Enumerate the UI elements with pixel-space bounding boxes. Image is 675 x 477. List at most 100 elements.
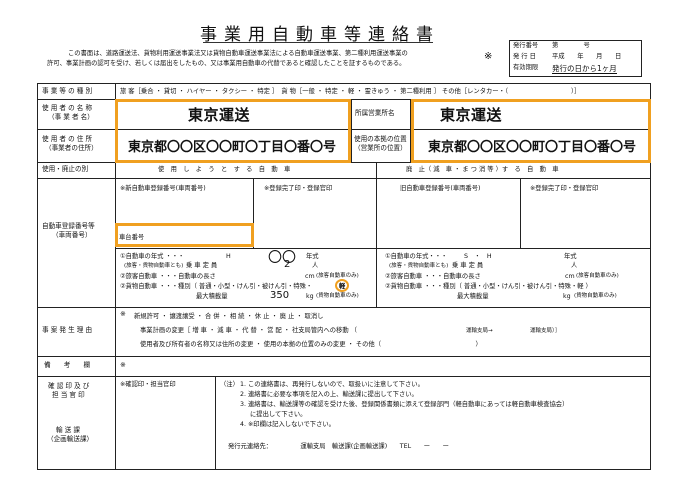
issue-date-value[interactable]: 平成 年 月 日 (552, 53, 622, 60)
intro-line-2: 許可、事業計画の認可を受け、若しくは届出をしたもの、又は事業用自動車の代替である… (47, 60, 406, 67)
highlight-kei-circle (335, 279, 349, 292)
type-options[interactable]: 旅 客［乗合 ・ 貸切 ・ ハイヤー ・ タクシー ・ 特定 ］ 貨 物［一般 … (120, 88, 581, 95)
rule (115, 248, 651, 249)
user-address-sublabel: （事業者の住所） (45, 144, 98, 152)
cause-label: 事 案 発 生 理 由 (42, 326, 93, 334)
bus-length-unit-right: cm (565, 273, 575, 280)
cause-line-1[interactable]: 新規許可 ・ 譲渡譲受 ・ 合 併 ・ 相 続 ・ 休 止 ・ 廃 止 ・ 取消… (134, 313, 324, 320)
base-location-sublabel: （営業所の位置） (354, 144, 407, 152)
user-address-label: 使 用 者 の 住 所 (42, 135, 93, 143)
capacity-unit-right: 人 (571, 262, 578, 269)
year-label-right: ①自動車の年式・・・ (385, 253, 448, 260)
transport-section-sublabel: （企画輸送課） (47, 435, 94, 443)
note-bus-left: (旅客・貨物自動車とも) (124, 263, 184, 269)
new-registration-number-label: ※新自動車登録番号(車両番号) (120, 185, 206, 192)
bus-length-label-left: ②旅客自動車 ・・・自動車の長さ (120, 273, 216, 280)
cause-transport-from[interactable]: 運輸支局→ (466, 328, 493, 334)
base-location-label: 使用の本拠の位置 (354, 135, 407, 143)
issue-date-label: 発 行 日 (513, 53, 536, 60)
user-name-value[interactable]: 東京運送 (188, 106, 251, 124)
rule (376, 162, 377, 307)
registration-stamp-label-2: ※登録完了印・登録官印 (530, 185, 599, 192)
notes-heading: （注） (220, 381, 239, 388)
issuer-contact: 発行元連絡先： 運輸支局 輸送課(企画輸送課) TEL ー ー (228, 443, 449, 450)
rule (351, 99, 352, 162)
note-bus-right: (旅客・貨物自動車とも) (389, 263, 449, 269)
confirm-stamp-label: ※確認印・担当官印 (120, 381, 176, 388)
year-value-left[interactable]: 〇〇 (268, 250, 296, 266)
capacity-label-right: 乗 車 定 員 (452, 262, 484, 269)
issue-box (509, 40, 642, 77)
note-1: 1. この連絡書は、再発行しないので、取扱いに注意して下さい。 (240, 381, 424, 388)
note-3b: に提出して下さい。 (250, 411, 307, 418)
abolish-header: 廃 止（ 減 車 ・ ま つ 消 等 ）す る 自 動 車 (406, 166, 559, 173)
rule (115, 83, 116, 470)
issue-number-value[interactable]: 第 号 (552, 42, 590, 49)
max-load-unit-left: kg (306, 293, 314, 300)
registration-stamp-label: ※登録完了印・登録官印 (264, 185, 333, 192)
use-header: 使 用 し よ う と す る 自 動 車 (158, 166, 291, 173)
year-unit-left: 年式 (306, 253, 319, 260)
cause-line-3[interactable]: 使用者及び所有者の名称又は住所の変更 ・ 使用の本拠の位置のみの変更 ・ その他… (140, 341, 482, 348)
max-load-label-left: 最大積載量 (196, 293, 228, 300)
rule (410, 99, 411, 162)
intro-line-1: この書面は、道路運送法、貨物利用運送事業法又は貨物自動車運送事業法による自動車運… (68, 50, 408, 57)
bus-length-unit-left: cm (305, 273, 315, 280)
base-location-value[interactable]: 東京都〇〇区〇〇町〇丁目〇番〇号 (428, 140, 637, 155)
max-load-label-right: 最大積載量 (457, 293, 489, 300)
confirm-sublabel: 担 当 官 印 (52, 391, 85, 399)
rule (37, 129, 651, 130)
highlight-user-info (115, 99, 351, 163)
type-label: 事 業 等 の 種 別 (42, 87, 93, 95)
capacity-unit-left: 人 (312, 262, 319, 269)
cause-mark: ※ (120, 310, 126, 318)
valid-period-value: 発行の日から1ヶ月 (552, 64, 617, 74)
bus-length-note-left: (旅客自動車のみ) (316, 273, 359, 279)
rule (37, 307, 651, 308)
header-mark: ※ (484, 51, 493, 62)
capacity-value-left[interactable]: 2 (284, 259, 291, 270)
truck-type-close-left: ） (346, 283, 353, 290)
title-underline (203, 42, 433, 43)
rule (215, 376, 216, 470)
capacity-label-left: 乗 車 定 員 (186, 262, 218, 269)
old-registration-number-label: 旧自動車登録番号(車両番号) (400, 185, 481, 192)
highlight-chassis-number (115, 223, 254, 247)
user-name-label: 使 用 者 の 名 称 (42, 104, 93, 112)
note-2: 2. 連絡書に必要な事項を記入の上、輸送課に提出して下さい。 (240, 391, 418, 398)
issue-number-label: 発行番号 (513, 42, 539, 49)
chassis-number-label[interactable]: 車台番号 (119, 234, 145, 241)
note-4: 4. ※印欄は記入しないで下さい。 (240, 421, 335, 428)
office-name-value[interactable]: 東京運送 (440, 106, 503, 124)
usage-label: 使用・廃止の別 (42, 165, 89, 173)
office-name-label: 所属営業所名 (355, 109, 395, 117)
user-name-sublabel: （事 業 者 名） (48, 113, 94, 121)
max-load-value-left[interactable]: 350 (270, 290, 290, 301)
bus-length-note-right: (旅客自動車のみ) (576, 273, 619, 279)
rule (37, 356, 651, 357)
year-unit-right: 年式 (564, 253, 577, 260)
rule (520, 178, 521, 248)
cause-transport-to[interactable]: 運輸支局）］ (530, 328, 561, 334)
year-era-left: H (226, 253, 231, 260)
remarks-mark[interactable]: ※ (120, 361, 126, 369)
note-3a: 3. 連絡書は、輸送課等の確認を受けた後、登録関係書類に添えて登録部門（軽自動車… (240, 401, 569, 408)
confirm-label: 確 認 印 及 び (48, 382, 90, 390)
form-table (37, 83, 651, 470)
year-era-right: S ・ H (464, 253, 492, 260)
max-load-unit-right: kg (563, 293, 571, 300)
valid-period-label: 有効期限 (513, 64, 539, 71)
highlight-office-info (411, 99, 651, 163)
registration-sublabel: （車両番号） (52, 231, 92, 239)
max-load-note-left: (貨物自動車のみ) (316, 293, 359, 299)
year-label-left: ①自動車の年式 ・・・ (120, 253, 185, 260)
registration-label: 自動車登録番号等 (42, 222, 95, 230)
rule (37, 376, 651, 377)
truck-type-label-right: ②貨物自動車 ・・・種別（ 普通・小型・けん引・被けん引・特殊・軽 ） (385, 283, 592, 290)
remarks-label: 備 考 欄 (44, 361, 91, 369)
cause-line-2[interactable]: 事業計画の変更［ 増 車 ・ 減 車 ・ 代 替 ・ 営 配 ・ 社支局管内への… (140, 327, 357, 334)
bus-length-label-right: ②旅客自動車 ・・・自動車の長さ (385, 273, 481, 280)
user-address-value[interactable]: 東京都〇〇区〇〇町〇丁目〇番〇号 (128, 140, 337, 155)
rule (253, 178, 254, 248)
document-title: 事業用自動車等連絡書 (200, 25, 440, 45)
